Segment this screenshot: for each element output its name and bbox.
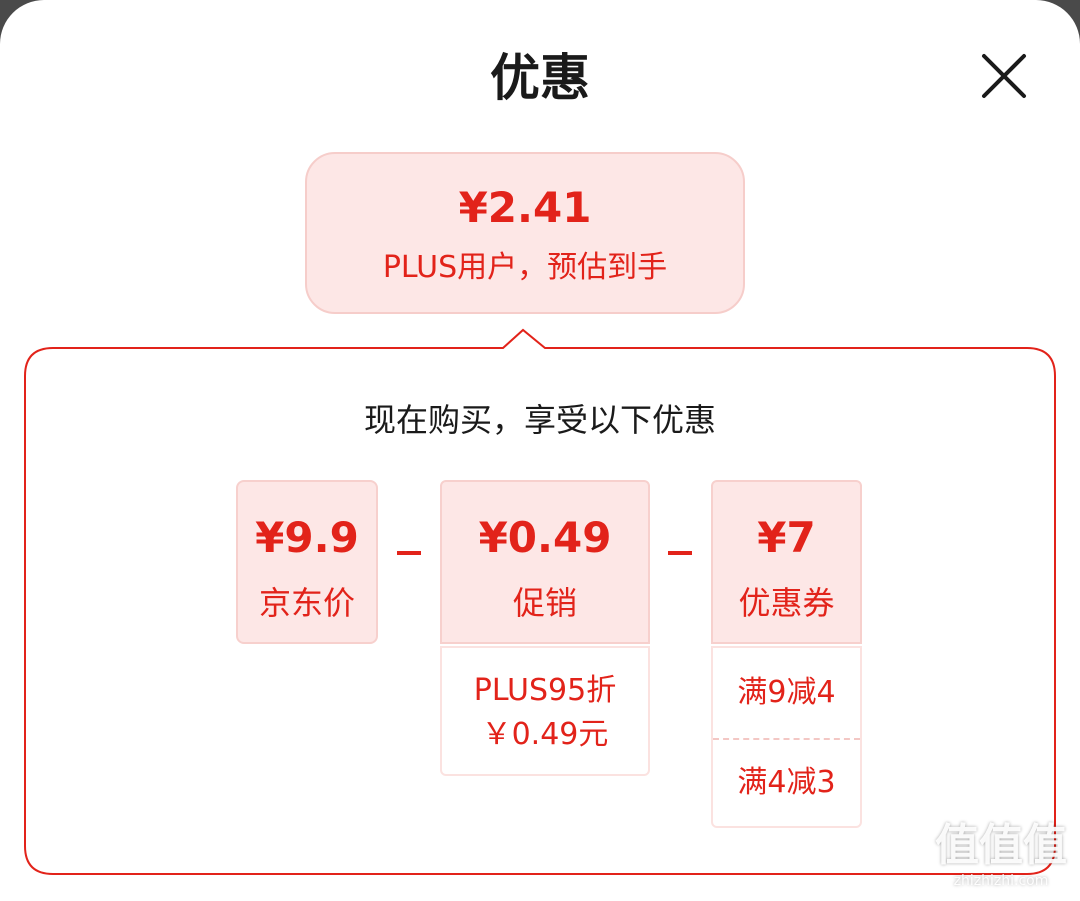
coupon-item: 满9减4 [737,675,836,710]
jd-price-label: 京东价 [258,584,355,622]
minus-sign [397,551,421,555]
coupon-item: 满4减3 [737,765,836,800]
promotion-card: ¥0.49 促销 [440,480,650,644]
jd-price-card: ¥9.9 京东价 [236,480,378,644]
panel-headline: 现在购买，享受以下优惠 [363,401,716,439]
estimated-price-bubble: ¥2.41 PLUS用户，预估到手 [305,152,745,314]
promotion-label: 促销 [512,584,577,622]
coupon-list: 满9减4 满4减3 [711,646,862,828]
sheet-title: 优惠 [490,49,590,107]
watermark: 值值值 zhizhizhi.com [928,820,1074,896]
close-icon [982,54,1026,98]
estimated-price: ¥2.41 [458,183,592,232]
minus-sign [668,551,692,555]
coupon-divider [713,738,860,740]
watermark-domain: zhizhizhi.com [953,873,1049,889]
estimated-price-caption: PLUS用户，预估到手 [382,250,668,285]
jd-price-value: ¥9.9 [255,513,359,562]
coupon-card: ¥7 优惠券 [711,480,862,644]
promotion-value: ¥0.49 [478,513,612,562]
coupon-value: ¥7 [757,513,816,562]
promotion-detail-line-1: PLUS95折 [473,673,617,708]
promotion-detail-line-2: ￥0.49元 [481,717,609,752]
coupon-label: 优惠券 [738,584,835,622]
close-button[interactable] [972,46,1036,110]
promotion-detail: PLUS95折 ￥0.49元 [440,646,650,776]
watermark-logo: 值值值 [935,820,1067,871]
